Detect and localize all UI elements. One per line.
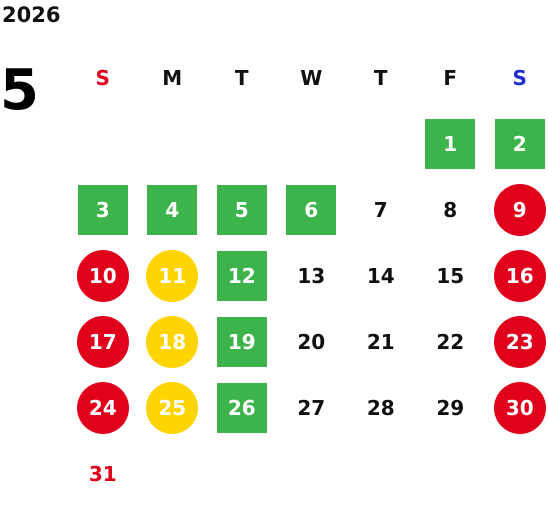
day-number: 31	[88, 462, 117, 486]
day-cell-23[interactable]: 23	[485, 309, 548, 375]
day-number: 9	[493, 184, 546, 236]
day-number: 30	[493, 382, 546, 434]
day-cell-6[interactable]: 6	[277, 177, 347, 243]
day-number: 7	[373, 198, 388, 222]
day-cell-15[interactable]: 15	[416, 243, 486, 309]
day-number: 14	[366, 264, 395, 288]
day-cell-30[interactable]: 30	[485, 375, 548, 441]
day-cell-5[interactable]: 5	[207, 177, 277, 243]
empty-cell	[207, 111, 277, 177]
day-cell-10[interactable]: 10	[68, 243, 138, 309]
day-cell-20[interactable]: 20	[277, 309, 347, 375]
day-cell-24[interactable]: 24	[68, 375, 138, 441]
day-cell-22[interactable]: 22	[416, 309, 486, 375]
day-cell-2[interactable]: 2	[485, 111, 548, 177]
day-number: 29	[436, 396, 465, 420]
day-cell-16[interactable]: 16	[485, 243, 548, 309]
day-cell-9[interactable]: 9	[485, 177, 548, 243]
day-number: 24	[76, 382, 129, 434]
weekday-saturday: S	[512, 66, 527, 90]
weekday-friday: F	[443, 66, 458, 90]
day-cell-31[interactable]: 31	[68, 441, 138, 507]
day-number: 22	[436, 330, 465, 354]
empty-cell	[277, 111, 347, 177]
day-number: 17	[76, 316, 129, 368]
day-number: 12	[216, 251, 267, 301]
weekday-sunday: S	[95, 66, 110, 90]
day-number: 2	[494, 119, 545, 169]
day-cell-14[interactable]: 14	[346, 243, 416, 309]
day-number: 13	[297, 264, 326, 288]
day-cell-13[interactable]: 13	[277, 243, 347, 309]
day-number: 4	[147, 185, 198, 235]
weekday-wednesday: W	[300, 66, 323, 90]
weekday-thursday: T	[373, 66, 388, 90]
day-number: 1	[425, 119, 476, 169]
year-label: 2026	[2, 3, 61, 27]
day-number: 5	[216, 185, 267, 235]
day-cell-28[interactable]: 28	[346, 375, 416, 441]
day-number: 18	[146, 316, 199, 368]
day-number: 23	[493, 316, 546, 368]
day-number: 28	[366, 396, 395, 420]
day-cell-17[interactable]: 17	[68, 309, 138, 375]
day-cell-1[interactable]: 1	[416, 111, 486, 177]
weekday-monday: M	[162, 66, 183, 90]
day-cell-8[interactable]: 8	[416, 177, 486, 243]
day-number: 20	[297, 330, 326, 354]
empty-cell	[68, 111, 138, 177]
day-cell-25[interactable]: 25	[138, 375, 208, 441]
day-number: 19	[216, 317, 267, 367]
day-cell-29[interactable]: 29	[416, 375, 486, 441]
day-cell-27[interactable]: 27	[277, 375, 347, 441]
day-cell-18[interactable]: 18	[138, 309, 208, 375]
day-cell-3[interactable]: 3	[68, 177, 138, 243]
day-number: 6	[286, 185, 337, 235]
weekday-tuesday: T	[234, 66, 249, 90]
day-cell-19[interactable]: 19	[207, 309, 277, 375]
day-number: 15	[436, 264, 465, 288]
day-number: 11	[146, 250, 199, 302]
day-number: 26	[216, 383, 267, 433]
day-number: 21	[366, 330, 395, 354]
day-cell-26[interactable]: 26	[207, 375, 277, 441]
day-number: 8	[443, 198, 458, 222]
day-cell-7[interactable]: 7	[346, 177, 416, 243]
day-cell-12[interactable]: 12	[207, 243, 277, 309]
empty-cell	[346, 111, 416, 177]
day-cell-11[interactable]: 11	[138, 243, 208, 309]
day-number: 10	[76, 250, 129, 302]
day-number: 25	[146, 382, 199, 434]
day-cell-4[interactable]: 4	[138, 177, 208, 243]
day-number: 3	[77, 185, 128, 235]
month-number: 5	[0, 58, 39, 123]
day-number: 16	[493, 250, 546, 302]
day-cell-21[interactable]: 21	[346, 309, 416, 375]
empty-cell	[138, 111, 208, 177]
day-number: 27	[297, 396, 326, 420]
